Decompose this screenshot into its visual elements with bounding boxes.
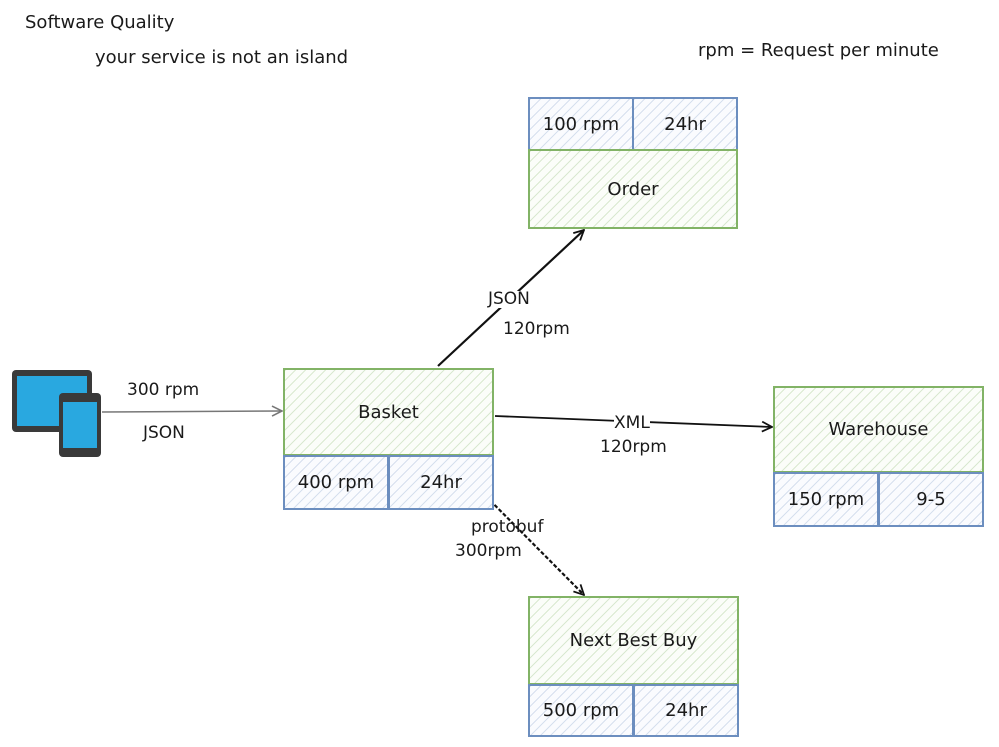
order-rpm: 100 rpm [542, 113, 620, 135]
warehouse-rpm-label: 120rpm [600, 437, 667, 457]
basket-availability: 24hr [420, 472, 462, 493]
tablet-phone-icon [12, 370, 101, 457]
warehouse-availability: 9-5 [916, 489, 946, 510]
warehouse-format-label: XML [614, 413, 650, 433]
warehouse-rpm-cell: 150 rpm [773, 472, 879, 527]
warehouse-availability-cell: 9-5 [878, 472, 984, 527]
rpm-legend: rpm = Request per minute [698, 40, 939, 61]
nbb-rpm-cell: 500 rpm [528, 684, 634, 737]
order-service-box: Order [528, 149, 738, 229]
basket-rpm-cell: 400 rpm [283, 455, 389, 510]
diagram-title: Software Quality [25, 12, 175, 33]
client-rpm-label: 300 rpm [127, 380, 200, 400]
basket-service-box: Basket [283, 368, 494, 456]
basket-rpm: 400 rpm [297, 472, 375, 493]
order-rpm-label: 120rpm [503, 319, 570, 339]
order-format-label: JSON [488, 289, 530, 309]
nbb-rpm-label: 300rpm [455, 541, 522, 561]
order-availability: 24hr [664, 113, 706, 135]
nbb-service-box: Next Best Buy [528, 596, 739, 685]
warehouse-service-box: Warehouse [773, 386, 984, 473]
order-rpm-cell: 100 rpm [528, 97, 634, 151]
basket-availability-cell: 24hr [388, 455, 494, 510]
warehouse-rpm: 150 rpm [787, 489, 865, 510]
nbb-rpm: 500 rpm [542, 700, 620, 721]
diagram-subtitle: your service is not an island [95, 47, 349, 68]
nbb-availability: 24hr [665, 700, 707, 721]
order-service-name: Order [607, 178, 659, 200]
nbb-format-label: protobuf [471, 517, 544, 537]
client-format-label: JSON [143, 423, 185, 443]
order-availability-cell: 24hr [632, 97, 738, 151]
warehouse-service-name: Warehouse [828, 419, 929, 440]
nbb-service-name: Next Best Buy [569, 630, 698, 651]
basket-service-name: Basket [358, 401, 419, 423]
client-to-basket-arrow [101, 411, 282, 412]
nbb-availability-cell: 24hr [633, 684, 739, 737]
